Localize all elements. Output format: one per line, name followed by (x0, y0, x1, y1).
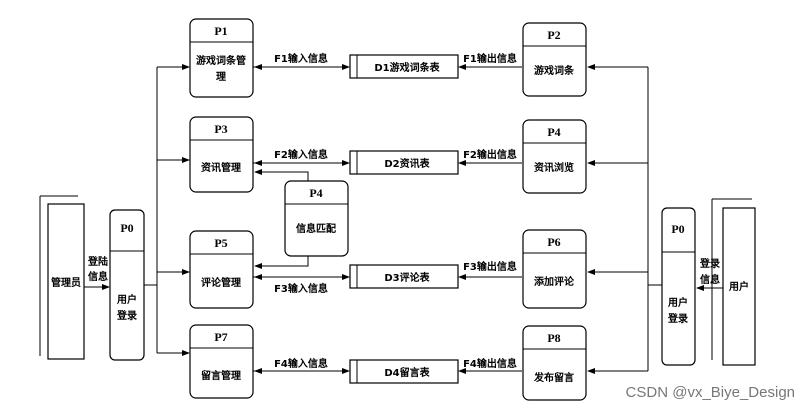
process-p1-label-line2: 理 (216, 71, 226, 83)
admin-label: 管理员 (51, 276, 81, 289)
process-p6: P6 添加评论 (522, 229, 587, 309)
flow-f3-in: F3输入信息 (253, 274, 350, 295)
process-p6-label: 添加评论 (534, 275, 575, 288)
admin-entity: 管理员 (39, 195, 85, 360)
process-p0-right-label-line2: 登录 (667, 312, 688, 325)
process-p0-left-label-line1: 用户 (116, 293, 137, 306)
flow-f1-in-label: F1输入信息 (274, 52, 328, 65)
process-p2-id: P2 (547, 28, 560, 42)
match-to-p3-arrow (254, 169, 309, 181)
flow-f1-in: F1输入信息 (253, 52, 350, 70)
process-p0-right: P0 用户 登录 (661, 207, 696, 366)
user-label: 用户 (728, 280, 749, 293)
process-p5: P5 评论管理 (189, 230, 254, 309)
flow-f2-out: F2输出信息 (458, 148, 522, 166)
store-d2: D2资讯表 (349, 150, 459, 175)
process-p0-left: P0 用户 登录 (109, 209, 145, 361)
process-p1-id: P1 (214, 24, 227, 38)
process-p3-id: P3 (214, 122, 227, 136)
flow-f2-out-label: F2输出信息 (463, 148, 517, 161)
process-p4-label: 资讯浏览 (534, 161, 574, 174)
flow-f1-out-label: F1输出信息 (463, 52, 517, 65)
process-p5-label: 评论管理 (201, 276, 241, 289)
store-d2-label: D2资讯表 (384, 157, 430, 170)
admin-login-info-line1: 登陆 (87, 255, 108, 268)
flow-f1-out: F1输出信息 (458, 52, 522, 70)
flow-f4-out-label: F4输出信息 (463, 357, 517, 370)
user-trunk (587, 64, 662, 374)
process-p1: P1 游戏词条管 理 (189, 18, 254, 98)
process-p4-id: P4 (547, 125, 560, 139)
process-p8: P8 发布留言 (522, 325, 587, 401)
process-p7-id: P7 (214, 330, 227, 344)
csdn-watermark: CSDN @vx_Biye_Design (626, 384, 795, 401)
process-p6-id: P6 (547, 235, 560, 249)
process-p3-label: 资讯管理 (201, 161, 241, 174)
match-to-p5-arrow (254, 256, 309, 269)
process-info-match-id: P4 (309, 186, 322, 200)
process-p2-label: 游戏词条 (534, 64, 575, 77)
process-p4: P4 资讯浏览 (522, 119, 587, 194)
flow-f3-out-label: F3输出信息 (463, 260, 517, 273)
process-p7: P7 留言管理 (189, 324, 254, 399)
store-d4: D4留言表 (349, 359, 459, 384)
admin-login-info-line2: 信息 (88, 270, 108, 283)
process-p8-id: P8 (547, 331, 560, 345)
user-login-info-line1: 登录 (699, 257, 720, 270)
user-entity: 用户 (711, 198, 756, 366)
process-info-match-label: 信息匹配 (296, 222, 336, 235)
store-d3: D3评论表 (349, 264, 459, 289)
flow-f4-in-label: F4输入信息 (274, 357, 328, 370)
process-p0-right-label-line1: 用户 (667, 296, 688, 309)
process-info-match: P4 信息匹配 (284, 180, 349, 257)
flow-f3-out: F3输出信息 (458, 260, 522, 280)
process-p0-left-id: P0 (120, 221, 133, 235)
flow-f3-in-label: F3输入信息 (274, 282, 328, 295)
flow-f4-out: F4输出信息 (458, 357, 522, 374)
process-p5-id: P5 (214, 236, 227, 250)
process-p8-label: 发布留言 (533, 371, 574, 384)
process-p2: P2 游戏词条 (522, 22, 587, 97)
flow-f4-in: F4输入信息 (253, 357, 350, 374)
process-p1-label-line1: 游戏词条管 (196, 54, 246, 67)
flow-f2-in: F2输入信息 (253, 148, 350, 166)
store-d1-label: D1游戏词条表 (374, 61, 440, 74)
process-p0-left-label-line2: 登录 (116, 309, 137, 322)
process-p7-label: 留言管理 (201, 369, 241, 382)
flow-f2-in-label: F2输入信息 (274, 148, 328, 161)
process-p3: P3 资讯管理 (189, 116, 254, 193)
admin-trunk (144, 64, 190, 356)
store-d3-label: D3评论表 (384, 271, 430, 284)
process-p0-right-id: P0 (671, 222, 684, 236)
user-login-info-line2: 信息 (700, 273, 720, 286)
store-d1: D1游戏词条表 (349, 54, 459, 79)
store-d4-label: D4留言表 (384, 366, 430, 379)
